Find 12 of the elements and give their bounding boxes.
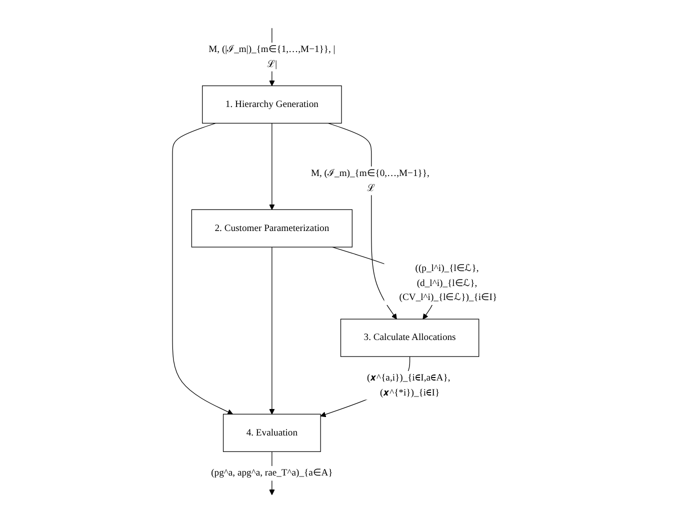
node-box: 3. Calculate Allocations xyxy=(340,318,480,357)
arrow xyxy=(269,246,275,414)
edge-label: M, (|ℐ_m|)_{m∈{1,…,M−1}}, |ℒ| xyxy=(208,44,336,70)
edge-label: (𝒙^{a,i})_{i∈I,a∈A}, (𝒙^{*i})_{i∈I} xyxy=(367,372,450,398)
arrow xyxy=(172,122,234,415)
node-box: 1. Hierarchy Generation xyxy=(202,85,342,124)
arrow xyxy=(269,122,275,210)
edge-label: (pg^a, apg^a, rae_T^a)_{a∈A} xyxy=(211,468,333,478)
edge-label: M, (ℐ_m)_{m∈{0,…,M−1}}, ℒ xyxy=(311,168,430,194)
node-box: 2. Customer Parameterization xyxy=(192,209,353,248)
edge-label: ((p_l^i)_{l∈ℒ}, (d_l^i)_{l∈ℒ}, (CV_l^i)_{l∈ℒ})_{i∈I} xyxy=(399,263,498,302)
node-box: 4. Evaluation xyxy=(223,414,322,452)
